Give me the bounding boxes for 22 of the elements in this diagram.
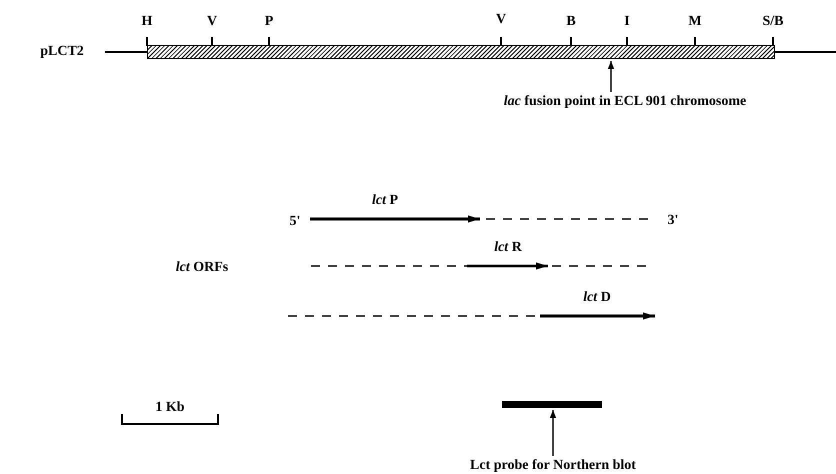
site-letter: I: [624, 15, 630, 29]
site-letter: B: [566, 15, 576, 29]
site-letter: M: [688, 15, 702, 29]
gene-label: lct D: [583, 291, 611, 305]
leader-arrow: [608, 61, 614, 92]
site-letter: V: [496, 13, 506, 27]
site-letter: H: [142, 15, 152, 29]
plasmid-name: pLCT2: [40, 45, 84, 59]
probe-bar: [502, 401, 602, 408]
leader-arrow: [550, 410, 556, 456]
site-letter: V: [206, 15, 218, 29]
end-label: 5': [290, 215, 300, 229]
caption-text: lac fusion point in ECL 901 chromosome: [504, 95, 746, 109]
gene-label: lct P: [372, 194, 398, 208]
insert-bar: [147, 45, 775, 59]
site-letter: S/B: [762, 15, 784, 29]
caption-text: Lct probe for Northern blot: [470, 459, 636, 473]
scale-label: 1 Kb: [155, 401, 185, 415]
gene-label: lct R: [494, 241, 522, 255]
row-label: lct ORFs: [176, 261, 228, 275]
end-label: 3': [668, 214, 678, 228]
site-letter: P: [264, 15, 274, 29]
